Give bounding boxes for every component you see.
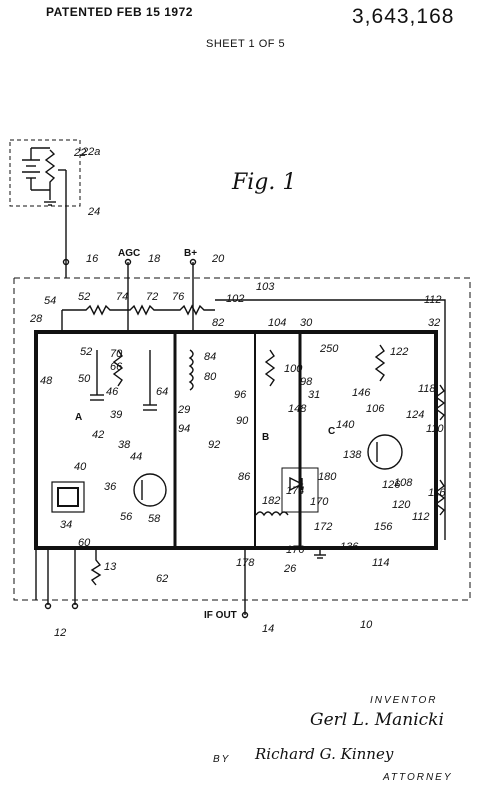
svg-text:172: 172	[314, 521, 332, 533]
svg-text:72: 72	[146, 291, 158, 303]
svg-text:29: 29	[177, 404, 190, 416]
svg-text:36: 36	[104, 481, 117, 493]
svg-text:IF OUT: IF OUT	[204, 610, 237, 621]
svg-text:B+: B+	[184, 248, 197, 259]
svg-text:70: 70	[110, 348, 123, 360]
svg-text:176: 176	[286, 544, 305, 556]
svg-text:102: 102	[226, 293, 244, 305]
svg-text:114: 114	[372, 557, 390, 569]
svg-text:86: 86	[238, 471, 251, 483]
svg-text:94: 94	[178, 423, 190, 435]
svg-text:148: 148	[288, 403, 307, 415]
svg-text:120: 120	[392, 499, 411, 511]
svg-text:22a: 22a	[81, 146, 100, 158]
svg-text:16: 16	[86, 253, 99, 265]
attorney-signature: Richard G. Kinney	[255, 745, 394, 763]
svg-text:C: C	[328, 426, 335, 437]
svg-text:250: 250	[319, 343, 339, 355]
svg-text:64: 64	[156, 386, 168, 398]
svg-text:82: 82	[212, 317, 224, 329]
svg-text:B: B	[262, 432, 269, 443]
svg-text:80: 80	[204, 371, 217, 383]
patent-number: 3,643,168	[352, 5, 455, 28]
svg-text:52: 52	[78, 291, 90, 303]
by-label: BY	[213, 754, 231, 765]
svg-text:174: 174	[286, 485, 304, 497]
svg-text:103: 103	[256, 281, 275, 293]
svg-text:112: 112	[412, 511, 430, 523]
svg-text:12: 12	[54, 627, 66, 639]
svg-text:14: 14	[262, 623, 274, 635]
svg-text:124: 124	[406, 409, 424, 421]
svg-text:138: 138	[343, 449, 362, 461]
attorney-label: ATTORNEY	[383, 772, 453, 783]
svg-text:74: 74	[116, 291, 128, 303]
svg-text:170: 170	[310, 496, 329, 508]
svg-text:18: 18	[148, 253, 161, 265]
svg-text:122: 122	[390, 346, 408, 358]
svg-text:38: 38	[118, 439, 131, 451]
svg-text:52: 52	[80, 346, 92, 358]
svg-text:180: 180	[318, 471, 337, 483]
svg-text:50: 50	[78, 373, 91, 385]
svg-text:100: 100	[284, 363, 303, 375]
svg-text:20: 20	[211, 253, 225, 265]
svg-text:66: 66	[110, 361, 123, 373]
svg-text:58: 58	[148, 513, 161, 525]
svg-text:146: 146	[352, 387, 371, 399]
svg-text:60: 60	[78, 537, 91, 549]
svg-text:118: 118	[418, 383, 436, 395]
svg-text:92: 92	[208, 439, 220, 451]
svg-text:34: 34	[60, 519, 72, 531]
svg-text:AGC: AGC	[118, 248, 140, 259]
svg-text:26: 26	[283, 563, 297, 575]
svg-text:104: 104	[268, 317, 286, 329]
sheet-indicator: SHEET 1 OF 5	[206, 38, 286, 50]
inventor-label: INVENTOR	[370, 695, 438, 706]
svg-text:24: 24	[87, 206, 100, 218]
svg-text:96: 96	[234, 389, 247, 401]
svg-text:48: 48	[40, 375, 53, 387]
svg-text:90: 90	[236, 415, 249, 427]
svg-text:39: 39	[110, 409, 122, 421]
svg-text:178: 178	[236, 557, 255, 569]
svg-text:28: 28	[29, 313, 43, 325]
svg-text:136: 136	[340, 541, 359, 553]
figure-label: Fig. 1	[232, 170, 297, 195]
svg-text:44: 44	[130, 451, 142, 463]
svg-text:110: 110	[426, 423, 444, 435]
svg-text:140: 140	[336, 419, 355, 431]
svg-text:A: A	[75, 412, 82, 423]
svg-text:112: 112	[424, 294, 442, 306]
svg-text:13: 13	[104, 561, 117, 573]
svg-text:31: 31	[308, 389, 320, 401]
svg-text:106: 106	[366, 403, 385, 415]
svg-text:156: 156	[374, 521, 393, 533]
svg-text:46: 46	[106, 386, 119, 398]
svg-text:42: 42	[92, 429, 104, 441]
svg-text:116: 116	[428, 487, 446, 499]
svg-text:182: 182	[262, 495, 280, 507]
patent-date: PATENTED FEB 15 1972	[46, 5, 193, 19]
inventor-signature: Gerl L. Manicki	[310, 710, 444, 730]
svg-text:40: 40	[74, 461, 87, 473]
svg-text:126: 126	[382, 479, 401, 491]
svg-text:10: 10	[360, 619, 373, 631]
svg-text:54: 54	[44, 295, 56, 307]
svg-text:98: 98	[300, 376, 313, 388]
svg-text:62: 62	[156, 573, 168, 585]
svg-text:22: 22	[73, 147, 86, 159]
svg-text:56: 56	[120, 511, 133, 523]
svg-text:84: 84	[204, 351, 216, 363]
svg-text:32: 32	[428, 317, 440, 329]
svg-text:76: 76	[172, 291, 185, 303]
svg-text:30: 30	[300, 317, 313, 329]
svg-text:108: 108	[394, 477, 413, 489]
